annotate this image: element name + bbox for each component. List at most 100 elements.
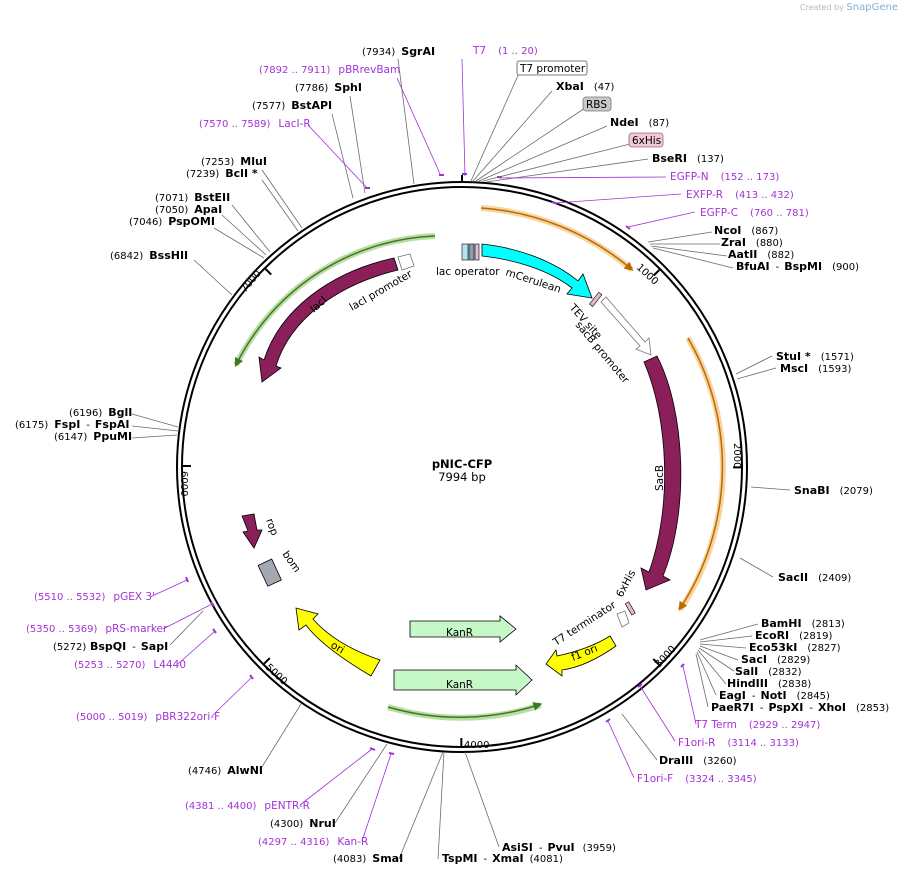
pbrrevbam-name[interactable]: pBRrevBam [338,64,400,76]
bamhi-name[interactable]: BamHI [761,617,802,630]
draiii-name[interactable]: DraIII [659,754,693,767]
bseri-pos: (137) [697,154,724,165]
ndei-pos: (87) [649,118,670,129]
ecori-name[interactable]: EcoRI [755,629,789,642]
hindiii-name[interactable]: HindIII [727,677,768,690]
bsteii-name[interactable]: BstEII [194,191,230,204]
apai-name[interactable]: ApaI [194,203,222,216]
laci-r-name[interactable]: LacI-R [278,118,310,130]
prs-marker-name[interactable]: pRS-marker [105,623,168,635]
feature-lac-operator-box2[interactable] [468,243,475,261]
feature-kanr-bottom[interactable] [393,664,533,696]
feature-t7-terminator[interactable] [616,610,630,628]
feature-6xhis-c[interactable] [624,601,636,616]
asisi-name[interactable]: AsiSI [502,841,533,854]
tspmi-pos: (4081) [530,854,563,865]
snapgene-credit: Created by SnapGene [800,2,898,13]
pspxi-name[interactable]: PspXI [768,701,803,714]
msci-name[interactable]: MscI [780,362,808,375]
6xhis-box[interactable] [628,132,664,148]
label-bom: bom [280,549,303,575]
bstapi-name[interactable]: BstAPI [291,99,332,112]
aatii-name[interactable]: AatII [728,248,757,261]
pentr-r-name[interactable]: pENTR-R [264,800,310,812]
exfp-r-name[interactable]: EXFP-R [686,189,723,201]
sacii-name[interactable]: SacII [778,571,808,584]
label-rop: rop [263,517,280,538]
feature-bom[interactable] [257,558,282,587]
t7-promoter-box[interactable] [516,60,588,76]
pvui-name[interactable]: PvuI [547,841,574,854]
t7-primer-name[interactable]: T7 [472,45,486,57]
leader-lines [131,58,791,860]
plasmid-size: 7994 bp [438,470,486,484]
svg-text:(7577)BstAPI: (7577)BstAPI [252,99,332,112]
pspomi-name[interactable]: PspOMI [168,215,215,228]
ncoi-name[interactable]: NcoI [714,224,741,237]
zrai-name[interactable]: ZraI [721,236,746,249]
kan-r-name[interactable]: Kan-R [337,836,368,848]
ndei-name[interactable]: NdeI [610,116,639,129]
sapi-name[interactable]: SapI [141,640,168,653]
svg-text:NdeI(87): NdeI (87) [610,116,669,129]
svg-text:(7786)SphI: (7786)SphI [295,81,362,94]
mlui-name[interactable]: MluI [240,155,267,168]
eagi-name[interactable]: EagI [719,689,746,702]
feature-laci-promoter[interactable] [397,253,415,271]
svg-text:F1ori-F(3324 .. 3345): F1ori-F(3324 .. 3345) [637,773,757,785]
laci-r-pos: (7570 .. 7589) [199,119,271,130]
eagi-sep: - [752,691,756,702]
alwni-name[interactable]: AlwNI [227,764,263,777]
paer7i-name[interactable]: PaeR7I [711,701,754,714]
feature-kanr-top[interactable] [409,615,517,643]
pbr322ori-f-name[interactable]: pBR322ori-F [155,711,220,723]
xmai-name[interactable]: XmaI [492,852,523,865]
bfuai-name[interactable]: BfuAI [736,260,770,273]
snabi-name[interactable]: SnaBI [794,484,830,497]
pgex3-name[interactable]: pGEX 3' [113,591,155,603]
l4440-name[interactable]: L4440 [153,659,186,671]
tspmi-name[interactable]: TspMI [442,852,478,865]
bspmi-name[interactable]: BspMI [784,260,822,273]
bsshii-name[interactable]: BssHII [149,249,188,262]
bcli-name[interactable]: BclI * [225,167,258,180]
saci-name[interactable]: SacI [741,653,767,666]
sali-name[interactable]: SalI [735,665,758,678]
bseri-name[interactable]: BseRI [652,152,687,165]
egfp-n-name[interactable]: EGFP-N [670,171,709,183]
feature-tev-site[interactable] [589,291,603,307]
xbai-name[interactable]: XbaI [556,80,584,93]
fspai-name[interactable]: FspAI [95,418,130,431]
nrui-name[interactable]: NruI [309,817,336,830]
feature-sacb-promoter[interactable] [600,296,652,356]
sphi-name[interactable]: SphI [334,81,362,94]
feature-lac-operator-box1[interactable] [461,243,469,261]
egfp-c-name[interactable]: EGFP-C [700,207,738,219]
bgli-name[interactable]: BglI [108,406,132,419]
t7-term-name[interactable]: T7 Term [694,719,737,731]
xhoi-name[interactable]: XhoI [818,701,846,714]
stui-name[interactable]: StuI * [776,350,811,363]
feature-laci[interactable] [258,257,399,383]
noti-name[interactable]: NotI [761,689,787,702]
feature-rbs-box[interactable] [474,243,480,261]
rbs-box[interactable] [582,96,612,112]
bspqi-name[interactable]: BspQI [90,640,126,653]
svg-text:DraIII(3260): DraIII(3260) [659,754,737,767]
feature-mcerulean[interactable] [481,243,593,299]
fspi-name[interactable]: FspI [54,418,80,431]
feature-ori[interactable] [295,607,381,677]
f1ori-f-name[interactable]: F1ori-F [637,773,673,785]
nrui-pos: (4300) [270,819,303,830]
sgrai-name[interactable]: SgrAI [401,45,435,58]
svg-text:T7 Term(2929 .. 2947): T7 Term(2929 .. 2947) [694,719,820,731]
ppumi-name[interactable]: PpuMI [93,430,132,443]
feature-f1-ori[interactable] [545,635,617,677]
feature-sacb[interactable] [640,355,682,591]
snapgene-brand: SnapGene [846,2,898,13]
svg-text:StuI *(1571): StuI *(1571) [776,350,854,363]
f1ori-r-name[interactable]: F1ori-R [678,737,715,749]
smai-name[interactable]: SmaI [372,852,403,865]
eco53ki-name[interactable]: Eco53kI [749,641,797,654]
feature-rop[interactable] [241,513,263,549]
